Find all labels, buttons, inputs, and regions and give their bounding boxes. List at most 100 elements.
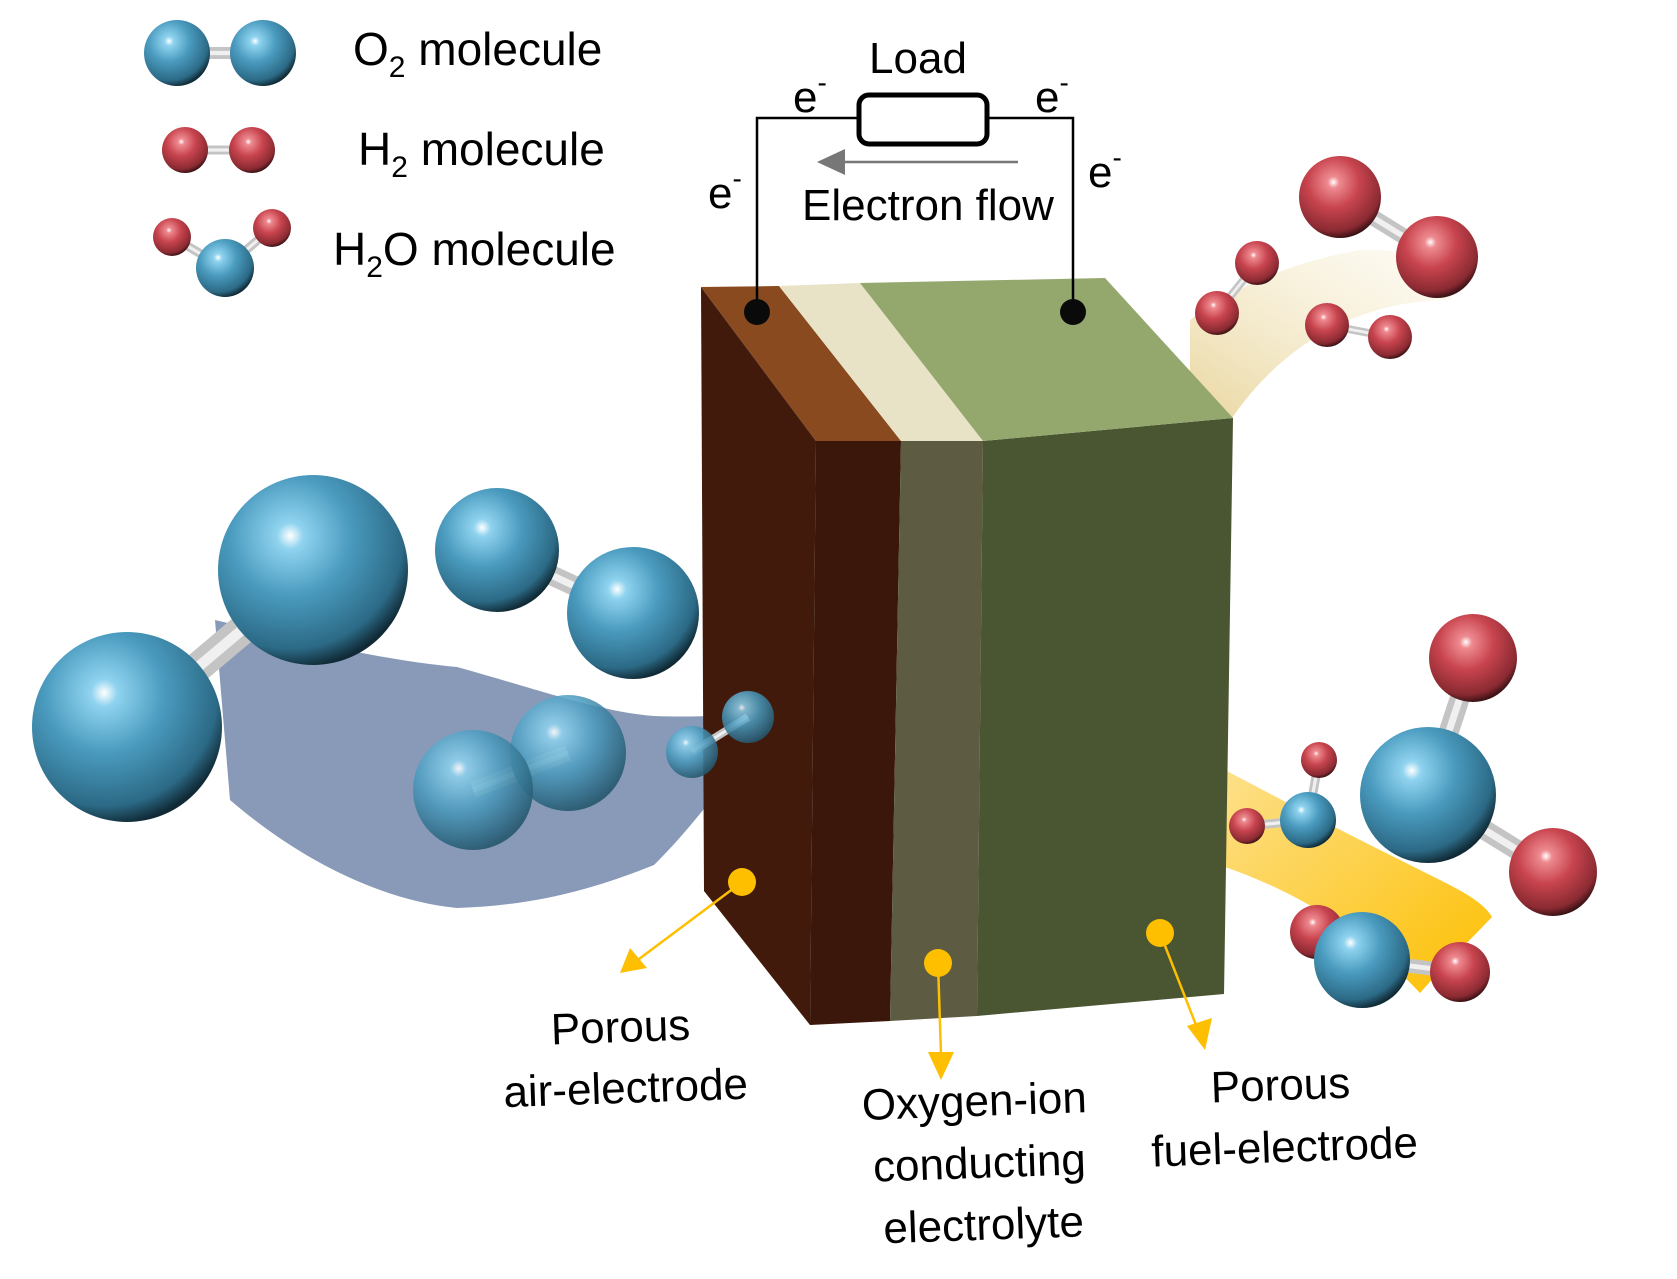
electron-flow-arrow xyxy=(817,149,1018,175)
air-electrode-side-face xyxy=(701,287,816,1025)
o2-molecule-large xyxy=(32,475,408,822)
o2-molecule-small xyxy=(666,691,774,778)
electrolyte-top-face xyxy=(779,283,983,441)
electron-labels: e- e- e- e- xyxy=(708,67,1122,218)
hydrogen-atom xyxy=(253,209,291,247)
oxygen-atom xyxy=(218,475,408,665)
svg-text:electrolyte: electrolyte xyxy=(883,1197,1085,1253)
legend-o2-icon xyxy=(144,20,296,86)
hydrogen-atom xyxy=(229,127,275,173)
electron-charge: - xyxy=(817,67,826,98)
electron-charge: - xyxy=(1059,67,1068,98)
oxygen-atom xyxy=(1360,727,1496,863)
h2o-molecule xyxy=(1290,905,1490,1008)
hydrogen-atom xyxy=(1305,303,1349,347)
circuit-wire xyxy=(755,116,857,313)
oxygen-atom xyxy=(510,695,626,811)
svg-text:Porous: Porous xyxy=(550,1001,691,1055)
electron-label-top-right: e- xyxy=(1035,67,1069,122)
electrolyte-front-face xyxy=(890,441,983,1021)
legend-h2o-icon xyxy=(153,209,291,297)
hydrogen-atom xyxy=(1235,241,1279,285)
legend-label-o2: O2 molecule xyxy=(353,23,602,84)
electron-label-top-left: e- xyxy=(793,67,827,122)
hydrogen-atom xyxy=(1396,216,1478,298)
air-electrode-top-face xyxy=(701,286,901,441)
molecules xyxy=(32,156,1597,1008)
fuel-electrode-front-face xyxy=(977,418,1233,1016)
electron-symbol: e xyxy=(708,169,732,218)
label-air-electrode: Porous air-electrode xyxy=(503,1001,749,1118)
oxygen-atom xyxy=(1280,792,1336,848)
label-electrolyte: Oxygen-ion conducting electrolyte xyxy=(861,1073,1088,1253)
hydrogen-atom xyxy=(1430,942,1490,1002)
electron-charge: - xyxy=(732,163,741,194)
load-resistor xyxy=(856,92,990,147)
hydrogen-atom xyxy=(1429,614,1517,702)
air-electrode-terminal xyxy=(744,299,770,325)
hydrogen-atom xyxy=(153,218,191,256)
exhaust-band xyxy=(1190,250,1460,418)
oxygen-atom xyxy=(435,488,559,612)
o2-molecule xyxy=(435,488,699,679)
oxygen-atom xyxy=(722,691,774,743)
layer-labels: Porous air-electrode Oxygen-ion conducti… xyxy=(503,1001,1419,1254)
svg-text:fuel-electrode: fuel-electrode xyxy=(1151,1118,1419,1176)
electron-symbol: e xyxy=(793,73,817,122)
oxygen-atom xyxy=(230,20,296,86)
legend-label-h2o: H2O molecule xyxy=(333,223,616,284)
callout-arrowhead xyxy=(620,948,647,973)
electron-flow-label: Electron flow xyxy=(802,181,1054,230)
label-fuel-electrode: Porous fuel-electrode xyxy=(1151,1059,1419,1177)
hydrogen-atom xyxy=(1299,156,1381,238)
h2o-molecule-small xyxy=(1229,742,1337,848)
callout-fuel-electrode xyxy=(1146,919,1212,1050)
oxygen-atom xyxy=(144,20,210,86)
callout-dot xyxy=(1146,919,1174,947)
fuel-electrode-terminal xyxy=(1060,299,1086,325)
fuel-electrode-top-face xyxy=(860,278,1233,441)
callouts xyxy=(620,868,1212,1080)
oxygen-atom xyxy=(413,730,533,850)
load-label: Load xyxy=(869,34,967,83)
hydrogen-atom xyxy=(1229,808,1265,844)
electron-label-right: e- xyxy=(1088,142,1122,197)
circuit-wire xyxy=(987,116,1075,313)
electron-label-left: e- xyxy=(708,163,742,218)
legend-icons xyxy=(144,20,296,297)
callout-air-electrode xyxy=(620,868,756,973)
callout-dot xyxy=(924,949,952,977)
legend: O2 molecule H2 molecule H2O molecule xyxy=(144,20,616,297)
external-circuit xyxy=(755,92,1075,313)
svg-text:air-electrode: air-electrode xyxy=(503,1060,749,1118)
hydrogen-atom xyxy=(162,127,208,173)
svg-text:conducting: conducting xyxy=(872,1135,1086,1191)
electron-charge: - xyxy=(1112,142,1121,173)
fuel-cell-block xyxy=(701,278,1233,1025)
h2o-molecule-large xyxy=(1360,614,1597,916)
legend-h2-icon xyxy=(162,127,275,173)
hydrogen-atom xyxy=(1368,315,1412,359)
oxygen-atom xyxy=(1314,912,1410,1008)
callout-arrowhead xyxy=(928,1052,954,1080)
o2-molecule-translucent xyxy=(413,695,626,850)
fuel-outflow-stream xyxy=(1190,250,1460,418)
legend-label-h2: H2 molecule xyxy=(358,123,605,184)
electron-symbol: e xyxy=(1088,148,1112,197)
oxygen-atom xyxy=(567,547,699,679)
h2-molecule xyxy=(1195,241,1279,335)
callout-dot xyxy=(728,868,756,896)
oxygen-atom xyxy=(32,632,222,822)
oxygen-atom xyxy=(666,726,718,778)
h2-molecule xyxy=(1305,303,1412,359)
hydrogen-atom xyxy=(1509,828,1597,916)
h2-molecule-large xyxy=(1299,156,1478,298)
electron-symbol: e xyxy=(1035,73,1059,122)
svg-text:Porous: Porous xyxy=(1210,1059,1351,1113)
air-electrode-front-face xyxy=(810,441,901,1025)
hydrogen-atom xyxy=(1301,742,1337,778)
oxygen-atom xyxy=(196,239,254,297)
callout-arrowhead xyxy=(1187,1018,1212,1050)
